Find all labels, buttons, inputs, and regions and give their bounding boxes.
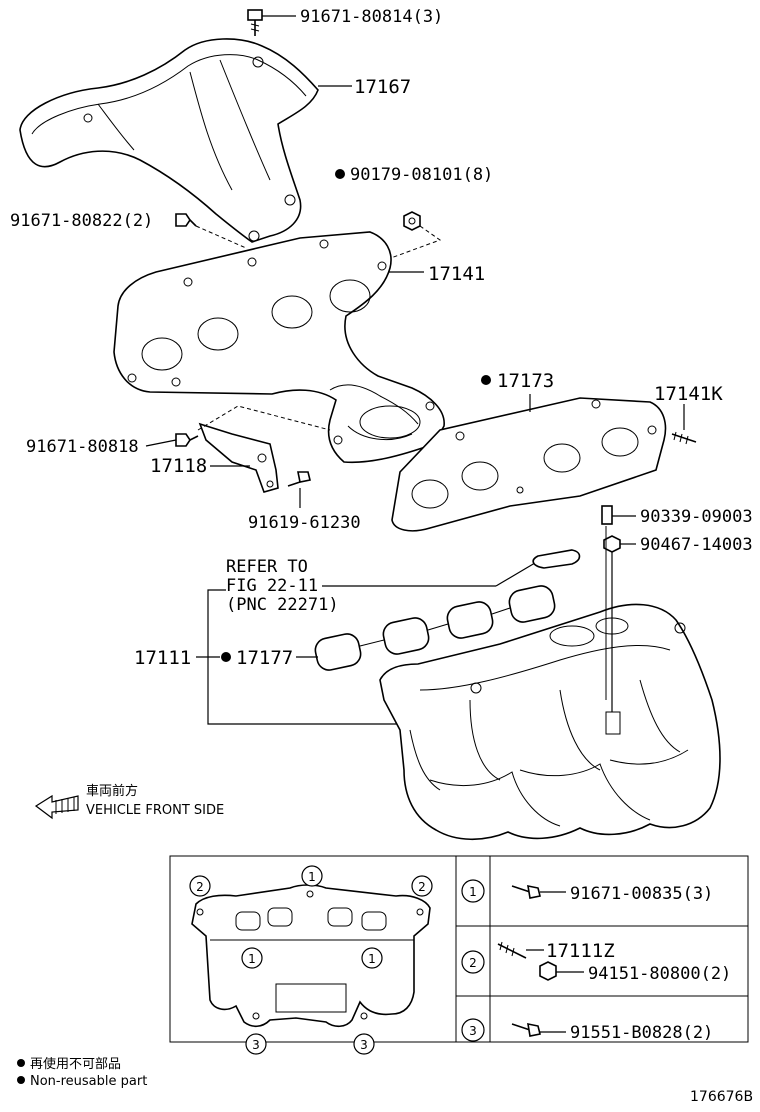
label-bolt-left: 91671-80822(2) xyxy=(10,211,153,231)
bolt-icon xyxy=(511,1022,541,1037)
table-row-2: 2 17111Z 94151-80800(2) xyxy=(461,940,731,984)
refer-line-3: (PNC 22271) xyxy=(226,595,339,615)
dash-nut xyxy=(379,225,442,263)
legend-dot-1 xyxy=(17,1059,25,1067)
marker-1-top: 1 xyxy=(301,865,323,887)
intake-manifold-part xyxy=(379,526,721,841)
svg-text:1: 1 xyxy=(248,952,256,966)
throttle-gasket-part xyxy=(532,549,581,569)
dash-bolt-left xyxy=(195,225,247,249)
bolt-icon xyxy=(511,884,541,899)
row-3-part: 91551-B0828(2) xyxy=(570,1023,713,1043)
marker-3-right: 3 xyxy=(353,1033,375,1055)
row-2-part-1: 17111Z xyxy=(546,940,615,962)
marker-2-left: 2 xyxy=(189,875,211,897)
mini-manifold-part xyxy=(191,884,431,1028)
direction-en: VEHICLE FRONT SIDE xyxy=(86,803,224,818)
marker-3-left: 3 xyxy=(245,1033,267,1055)
svg-text:1: 1 xyxy=(308,870,316,884)
bolt-bracket-part xyxy=(175,433,199,447)
label-pin: 90339-09003 xyxy=(640,507,753,527)
label-exhaust-manifold: 17141 xyxy=(428,263,485,285)
marker-1-mid-left: 1 xyxy=(241,947,263,969)
pin-part xyxy=(601,505,613,525)
label-bracket: 17118 xyxy=(150,455,207,477)
bolt-top-part xyxy=(247,9,263,36)
bracket-part xyxy=(198,422,279,493)
non-reusable-dot-gasket xyxy=(481,375,491,385)
svg-text:3: 3 xyxy=(360,1038,368,1052)
stud-icon xyxy=(497,941,527,959)
label-intake-gasket: 17177 xyxy=(236,647,293,669)
svg-text:3: 3 xyxy=(252,1038,260,1052)
non-reusable-dot-intake-gasket xyxy=(221,652,231,662)
nut-icon xyxy=(539,961,557,981)
direction-jp: 車両前方 xyxy=(86,783,138,799)
row-2-part-2: 94151-80800(2) xyxy=(588,964,731,984)
label-nut-8: 90179-08101(8) xyxy=(350,165,493,185)
nut-8-part xyxy=(403,211,421,231)
marker-2-right: 2 xyxy=(411,875,433,897)
fastener-table xyxy=(169,855,749,1043)
label-intake-manifold: 17111 xyxy=(134,647,191,669)
svg-text:2: 2 xyxy=(469,956,477,970)
bolt-left-part xyxy=(175,213,197,227)
figure-code: 176676B xyxy=(690,1089,753,1105)
marker-1-mid-right: 1 xyxy=(361,947,383,969)
intake-gasket-part xyxy=(314,585,556,671)
label-gasket: 17173 xyxy=(497,370,554,392)
label-nut-small: 90467-14003 xyxy=(640,535,753,555)
dash-bracket xyxy=(197,405,331,431)
svg-text:2: 2 xyxy=(418,880,426,894)
table-row-3: 3 91551-B0828(2) xyxy=(461,1018,713,1043)
label-stud: 17141K xyxy=(654,383,723,405)
row-1-part: 91671-00835(3) xyxy=(570,884,713,904)
stud-part xyxy=(671,431,697,445)
lead-refer-2 xyxy=(495,559,541,587)
svg-text:1: 1 xyxy=(368,952,376,966)
heat-insulator-part xyxy=(19,38,319,243)
svg-text:3: 3 xyxy=(469,1024,477,1038)
table-row-1: 1 91671-00835(3) xyxy=(461,879,713,904)
exhaust-gasket-part xyxy=(391,397,667,532)
label-stud-bracket: 91619-61230 xyxy=(248,513,361,533)
label-bolt-top: 91671-80814(3) xyxy=(300,7,443,27)
front-arrow-icon xyxy=(34,794,79,820)
nut-small-part xyxy=(603,535,621,553)
exhaust-manifold-part xyxy=(113,231,445,464)
stud-bracket-part xyxy=(287,471,311,487)
label-bolt-bracket: 91671-80818 xyxy=(26,437,139,457)
lead-bolt-bracket xyxy=(145,439,177,447)
refer-line-2: FIG 22-11 xyxy=(226,576,318,596)
svg-text:1: 1 xyxy=(469,885,477,899)
non-reusable-dot-nut xyxy=(335,169,345,179)
legend-jp: 再使用不可部品 xyxy=(30,1056,121,1072)
legend-en: Non-reusable part xyxy=(30,1074,147,1089)
label-heat-insulator: 17167 xyxy=(354,76,411,98)
svg-text:2: 2 xyxy=(196,880,204,894)
refer-line-1: REFER TO xyxy=(226,557,308,577)
legend-dot-2 xyxy=(17,1076,25,1084)
